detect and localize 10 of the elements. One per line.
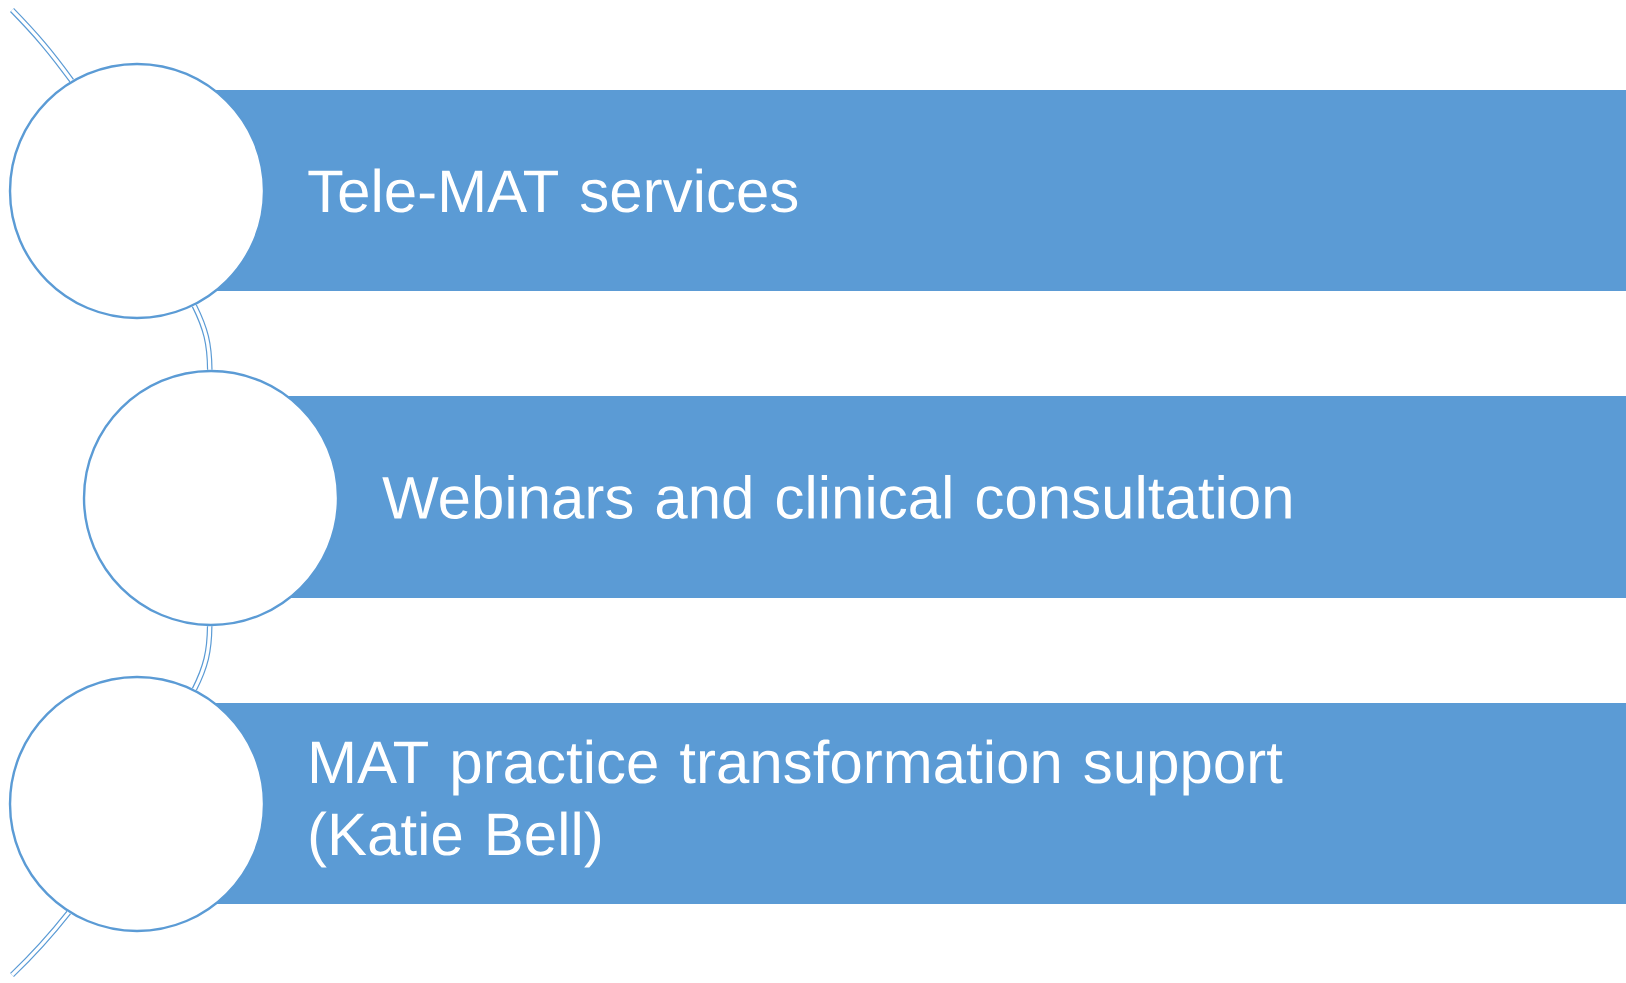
arc-line (191, 304, 213, 370)
list-band: Webinars and clinical consultation (286, 396, 1626, 598)
arc-line (191, 626, 213, 691)
arc-line (10, 8, 74, 83)
list-band: MAT practice transformation support (Katie Bell) (214, 703, 1626, 904)
circle (82, 369, 340, 627)
circle (8, 675, 266, 933)
list-band: Tele-MAT services (214, 90, 1626, 291)
circle (8, 62, 266, 320)
arc-line (10, 910, 71, 977)
